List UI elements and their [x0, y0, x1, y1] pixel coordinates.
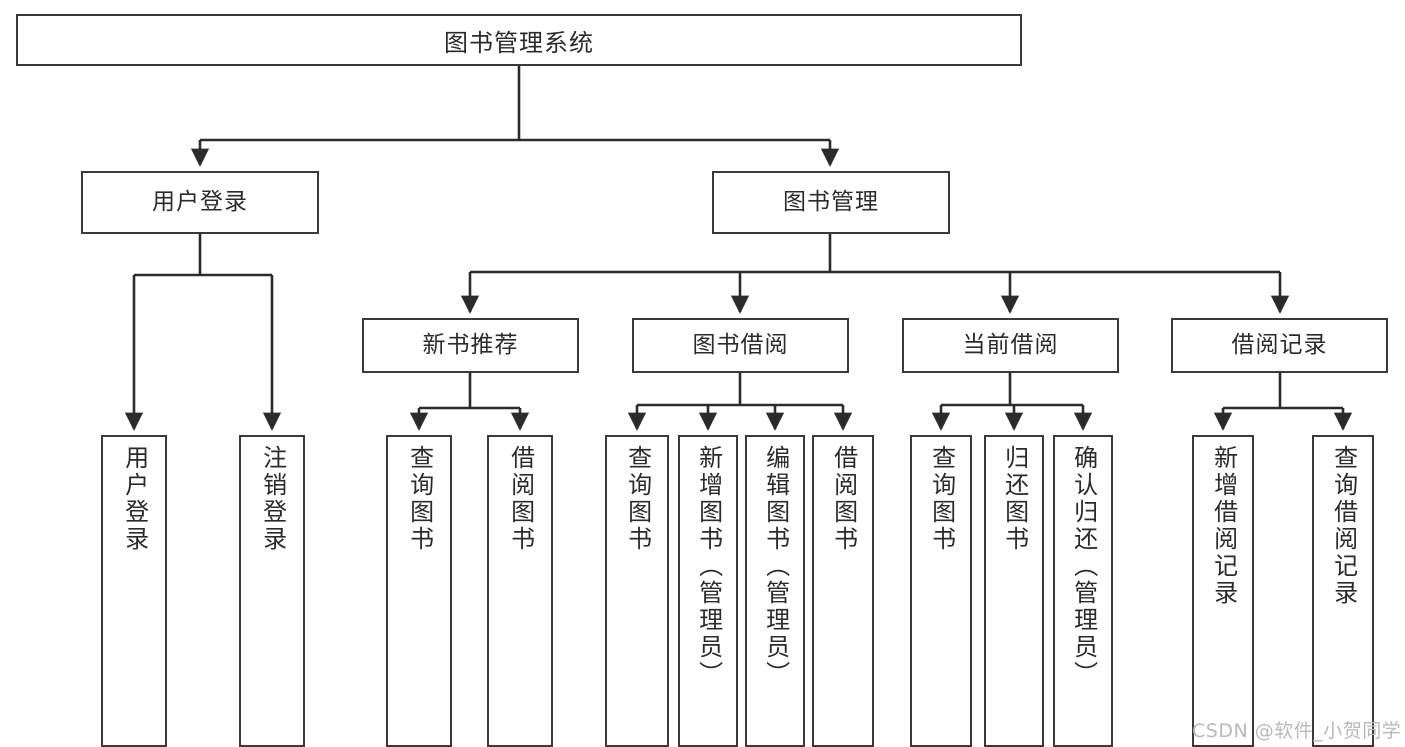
csdn-watermark: CSDN @软件_小贺同学: [1192, 720, 1402, 742]
node-leaf-user-logout-label: 注销登录: [258, 445, 287, 553]
node-book-borrow[interactable]: 图书借阅: [632, 318, 849, 373]
node-leaf-user-login-label: 用户登录: [120, 445, 149, 553]
node-book-borrow-label: 图书借阅: [692, 331, 789, 358]
node-leaf-edit-book[interactable]: 编辑图书（管理员）: [745, 435, 805, 747]
node-leaf-borrow-book-2-label: 借阅图书: [829, 445, 858, 553]
node-leaf-query-book-1-label: 查询图书: [405, 445, 434, 553]
node-leaf-borrow-book-1[interactable]: 借阅图书: [487, 435, 553, 747]
node-book-manage[interactable]: 图书管理: [712, 171, 950, 234]
node-leaf-query-book-3-label: 查询图书: [927, 445, 956, 553]
node-leaf-user-logout[interactable]: 注销登录: [239, 435, 305, 747]
node-leaf-return-book[interactable]: 归还图书: [984, 435, 1044, 747]
node-leaf-borrow-book-2[interactable]: 借阅图书: [812, 435, 874, 747]
node-leaf-query-record-label: 查询借阅记录: [1329, 445, 1358, 607]
node-leaf-query-book-1[interactable]: 查询图书: [386, 435, 452, 747]
node-leaf-query-book-3[interactable]: 查询图书: [910, 435, 972, 747]
node-borrow-record-label: 借阅记录: [1231, 331, 1328, 358]
node-leaf-query-record[interactable]: 查询借阅记录: [1312, 435, 1374, 747]
node-leaf-edit-book-label: 编辑图书（管理员）: [761, 445, 790, 688]
node-leaf-add-record[interactable]: 新增借阅记录: [1192, 435, 1254, 747]
node-new-book-recommend[interactable]: 新书推荐: [362, 318, 579, 373]
node-new-book-recommend-label: 新书推荐: [422, 331, 519, 358]
node-current-borrow-label: 当前借阅: [962, 331, 1059, 358]
node-leaf-query-book-2-label: 查询图书: [623, 445, 652, 553]
node-book-manage-label: 图书管理: [783, 188, 879, 215]
node-leaf-return-book-label: 归还图书: [1000, 445, 1029, 553]
node-leaf-user-login[interactable]: 用户登录: [101, 435, 167, 747]
node-leaf-add-book[interactable]: 新增图书（管理员）: [678, 435, 738, 747]
node-root[interactable]: 图书管理系统: [16, 14, 1022, 66]
node-leaf-add-record-label: 新增借阅记录: [1209, 445, 1238, 607]
node-user-login[interactable]: 用户登录: [81, 171, 319, 234]
node-leaf-add-book-label: 新增图书（管理员）: [694, 445, 723, 688]
node-borrow-record[interactable]: 借阅记录: [1171, 318, 1388, 373]
node-leaf-confirm-return-label: 确认归还（管理员）: [1069, 445, 1098, 688]
node-user-login-label: 用户登录: [152, 188, 248, 215]
node-leaf-confirm-return[interactable]: 确认归还（管理员）: [1053, 435, 1113, 747]
node-root-label: 图书管理系统: [444, 28, 594, 57]
node-current-borrow[interactable]: 当前借阅: [902, 318, 1119, 373]
node-leaf-borrow-book-1-label: 借阅图书: [506, 445, 535, 553]
node-leaf-query-book-2[interactable]: 查询图书: [605, 435, 669, 747]
